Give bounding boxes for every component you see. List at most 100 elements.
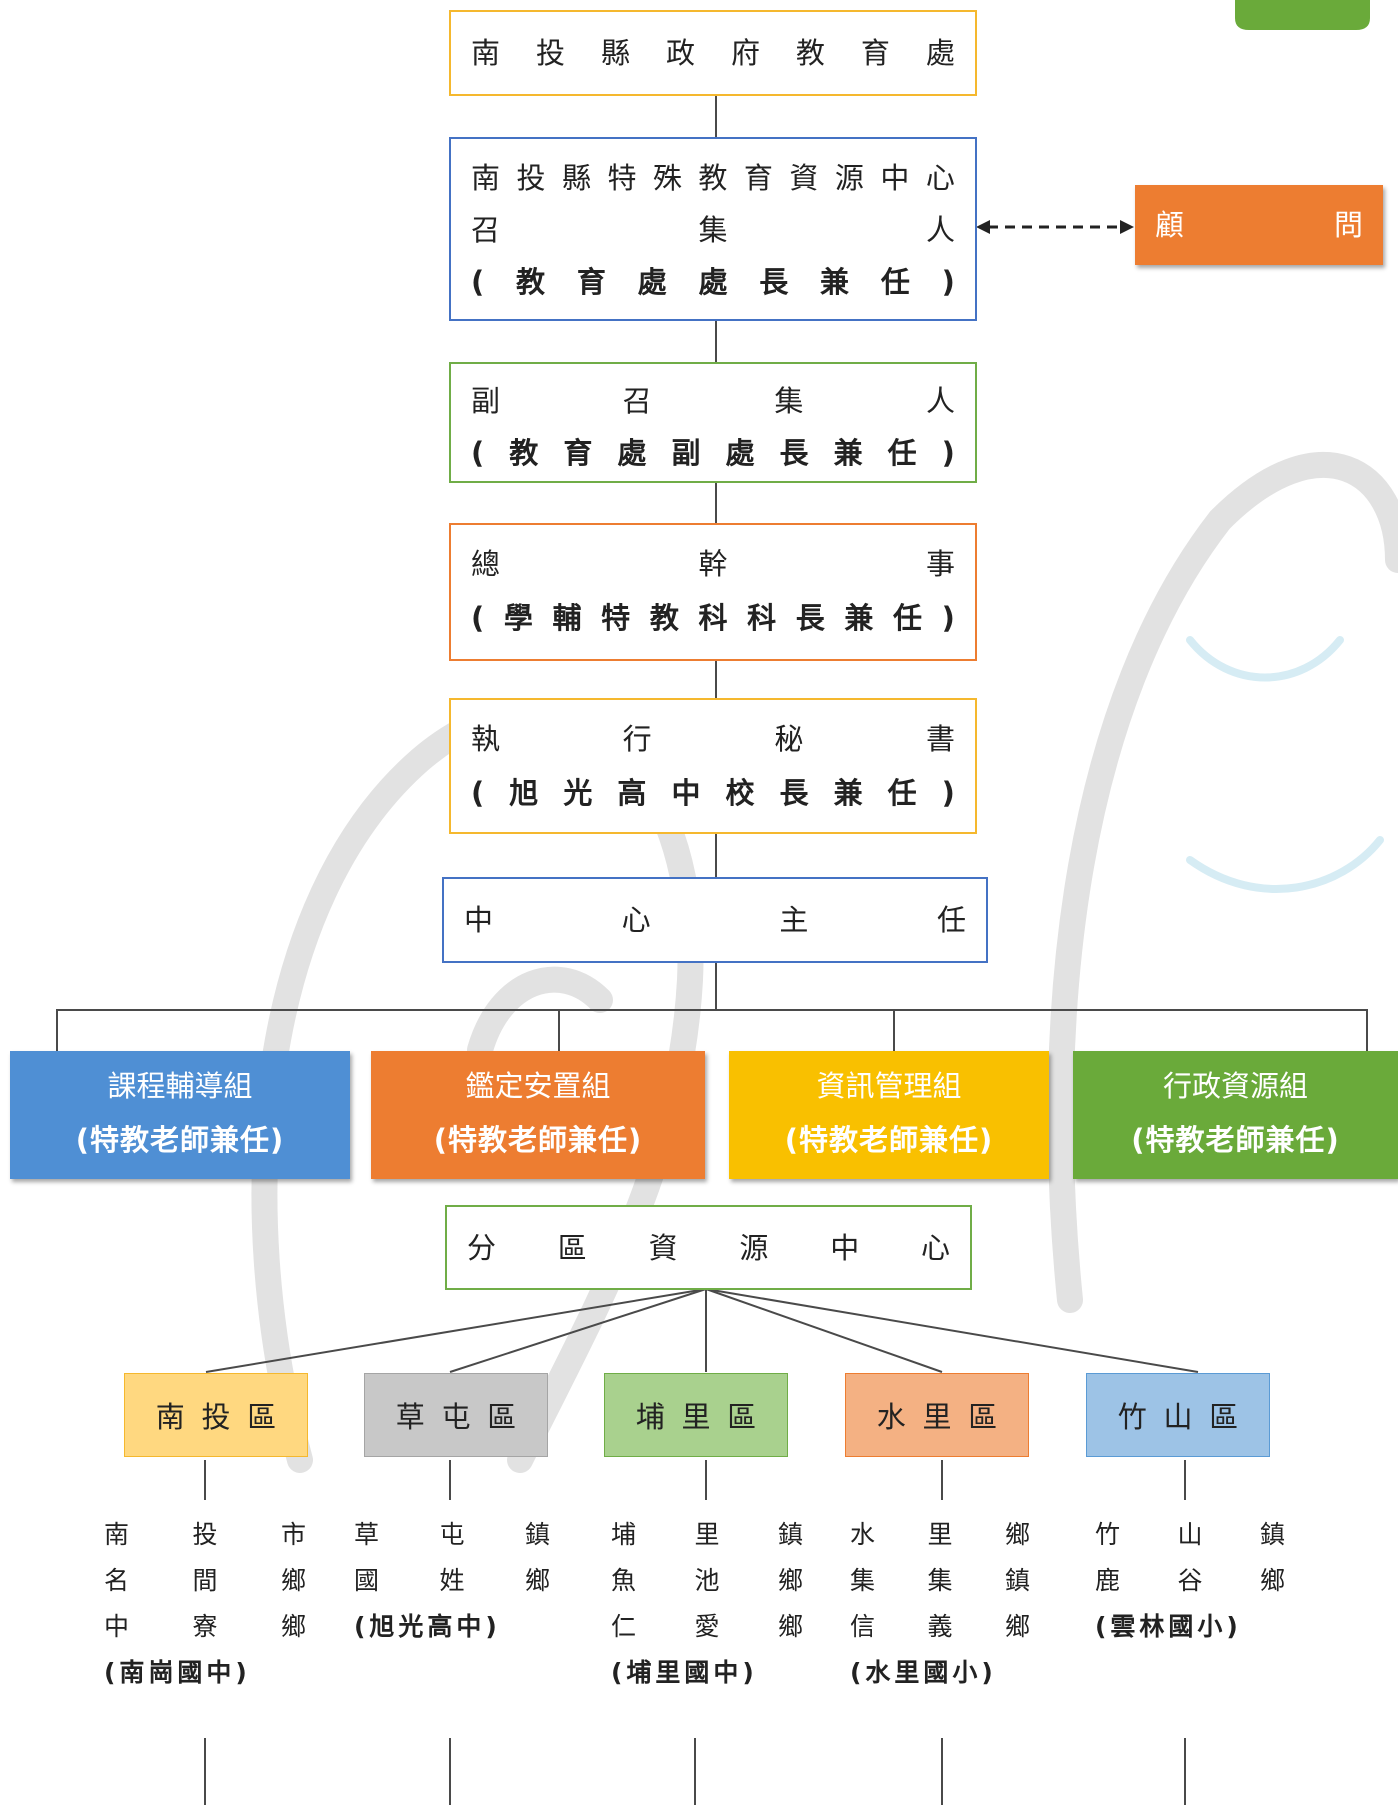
town-row: 南投市 (104, 1512, 306, 1558)
town-glyph: 草 (354, 1520, 380, 1549)
glyph: 投 (535, 36, 565, 70)
executive-secretary-note: (旭光高中校長兼任) (471, 776, 955, 810)
convener-note: (教育處處長兼任) (471, 265, 955, 299)
district-name-glyph: 屯 (441, 1400, 471, 1434)
town-glyph: 里 (694, 1520, 720, 1549)
district-host-school: (南崗國中) (104, 1658, 251, 1687)
town-glyph: 中 (104, 1612, 130, 1641)
connector-line (715, 482, 717, 524)
district-center-label: 分區資源中心 (467, 1231, 950, 1265)
executive-secretary-box: 執行秘書 (旭光高中校長兼任) (449, 698, 977, 834)
glyph: 兼 (844, 601, 874, 635)
town-glyph: 山 (1177, 1520, 1203, 1549)
town-glyph: 里 (927, 1520, 953, 1549)
district-puli: 埔里區 (604, 1373, 788, 1457)
center-director-role: 中心主任 (464, 903, 966, 937)
town-glyph: 愛 (694, 1612, 720, 1641)
glyph: ( (471, 436, 485, 470)
town-row: 中寮鄉 (104, 1604, 306, 1650)
glyph: 處 (698, 265, 728, 299)
connector-line (715, 660, 717, 698)
deputy-convener-box: 副召集人 (教育處副處長兼任) (449, 362, 977, 483)
town-glyph: 鄉 (280, 1566, 306, 1595)
district-name-glyph: 投 (201, 1400, 231, 1434)
district-name-glyph: 南 (155, 1400, 185, 1434)
glyph: 科 (698, 601, 728, 635)
town-glyph: 國 (354, 1566, 380, 1595)
town-row: 國姓鄉 (354, 1558, 550, 1604)
town-glyph: 竹 (1095, 1520, 1121, 1549)
branch-horizontal-line (56, 1009, 1368, 1011)
glyph: 政 (665, 36, 695, 70)
glyph: 教 (795, 36, 825, 70)
glyph: 主 (779, 903, 809, 937)
glyph: 心 (925, 161, 955, 195)
town-glyph: 鎮 (1259, 1520, 1285, 1549)
glyph: 兼 (833, 436, 863, 470)
glyph: 處 (617, 436, 647, 470)
group-note: (特教老師兼任) (784, 1123, 994, 1157)
branch-drop-line (893, 1009, 895, 1051)
glyph: 召 (471, 213, 501, 247)
town-glyph: 鎮 (1004, 1566, 1030, 1595)
general-secretary-role: 總幹事 (471, 547, 955, 581)
district-host-school: (雲林國小) (1095, 1612, 1242, 1641)
district-name-glyph: 山 (1163, 1400, 1193, 1434)
branch-drop-line (56, 1009, 58, 1051)
town-glyph: 義 (927, 1612, 953, 1641)
district-towns-shuili: 水里鄉集集鎮信義鄉(水里國小) (850, 1512, 1030, 1696)
glyph: 執 (471, 722, 501, 756)
glyph: 科 (747, 601, 777, 635)
glyph: 秘 (774, 722, 804, 756)
town-glyph: 水 (850, 1520, 876, 1549)
town-glyph: 鹿 (1095, 1566, 1121, 1595)
glyph: 育 (563, 436, 593, 470)
glyph: 殊 (652, 161, 682, 195)
glyph: ( (471, 265, 485, 299)
resource-center-convener-box: 南投縣特殊教育資源中心 召集人 (教育處處長兼任) (449, 137, 977, 321)
district-name-glyph: 區 (487, 1400, 517, 1434)
group-box-information: 資訊管理組 (特教老師兼任) (729, 1051, 1049, 1179)
glyph: ) (941, 601, 955, 635)
district-host-school: (旭光高中) (354, 1612, 501, 1641)
glyph: 幹 (698, 547, 728, 581)
executive-secretary-role: 執行秘書 (471, 722, 955, 756)
group-name: 課程輔導組 (107, 1069, 253, 1103)
glyph: 育 (576, 265, 606, 299)
town-glyph: 鄉 (524, 1566, 550, 1595)
town-glyph: 名 (104, 1566, 130, 1595)
district-towns-puli: 埔里鎮魚池鄉仁愛鄉(埔里國中) (611, 1512, 803, 1696)
town-row: 水里鄉 (850, 1512, 1030, 1558)
glyph: 書 (925, 722, 955, 756)
glyph: 任 (887, 776, 917, 810)
education-department-box: 南投縣政府教育處 (449, 10, 977, 96)
glyph: ) (941, 776, 955, 810)
town-row: 竹山鎮 (1095, 1512, 1285, 1558)
group-note: (特教老師兼任) (75, 1123, 285, 1157)
glyph: 特 (607, 161, 637, 195)
glyph: 輔 (552, 601, 582, 635)
glyph: 長 (759, 265, 789, 299)
glyph: 顧 (1155, 208, 1185, 242)
glyph: 長 (795, 601, 825, 635)
glyph: 任 (893, 601, 923, 635)
town-glyph: 鄉 (1004, 1612, 1030, 1641)
glyph: 區 (557, 1231, 587, 1265)
town-row: 草屯鎮 (354, 1512, 550, 1558)
district-towns-nantou: 南投市名間鄉中寮鄉 (南崗國中) (104, 1512, 306, 1696)
district-name-glyph: 草 (395, 1400, 425, 1434)
advisor-box: 顧問 (1135, 185, 1383, 265)
glyph: 處 (725, 436, 755, 470)
glyph: 學 (503, 601, 533, 635)
glyph: 源 (834, 161, 864, 195)
district-name-glyph: 水 (876, 1400, 906, 1434)
town-glyph: 鄉 (280, 1612, 306, 1641)
glyph: 南 (471, 161, 501, 195)
glyph: 高 (617, 776, 647, 810)
resource-center-title: 南投縣特殊教育資源中心 (471, 161, 955, 195)
town-glyph: 集 (927, 1566, 953, 1595)
town-row: 名間鄉 (104, 1558, 306, 1604)
branch-drop-line (558, 1009, 560, 1051)
glyph: 兼 (820, 265, 850, 299)
